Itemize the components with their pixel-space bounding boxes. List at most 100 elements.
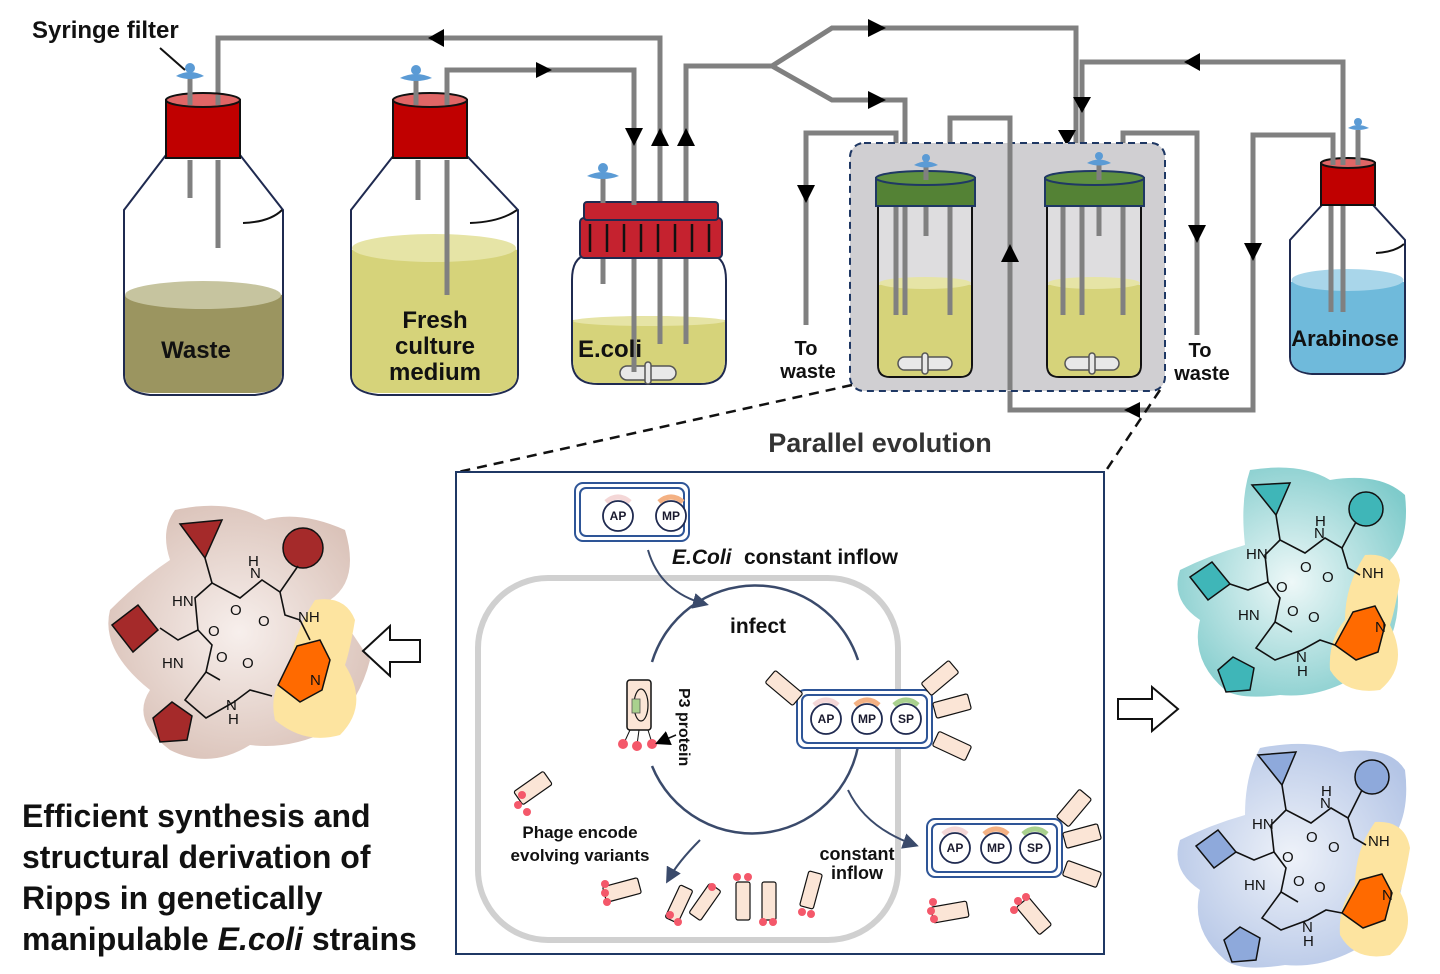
atom-label: H — [228, 711, 239, 728]
plasmid-label: SP — [898, 712, 914, 726]
cycle-arc-bottom — [650, 729, 862, 835]
summary-caption: Efficient synthesis and structural deriv… — [22, 796, 462, 960]
arabinose-bottle: Arabinose — [1289, 62, 1406, 375]
atom-label: NH — [298, 609, 320, 626]
atom-label: O — [1308, 609, 1320, 626]
atom-label: O — [216, 649, 228, 666]
caption-line: Efficient synthesis and — [22, 798, 371, 834]
arrow-left-icon — [361, 623, 421, 679]
syringe-filter-icon — [1087, 159, 1111, 166]
fresh-medium-label-1: Fresh — [402, 307, 467, 334]
syringe-filter-label: Syringe filter — [32, 17, 179, 44]
cyclohexyl-group — [282, 527, 324, 569]
plasmid-icon — [655, 500, 687, 532]
parallel-evolution-chamber — [849, 118, 1166, 392]
atom-label: O — [1300, 559, 1312, 576]
plasmid-label: AP — [610, 509, 627, 523]
inflow-label-italic: E.Coli — [672, 546, 733, 569]
plasmid-icon — [810, 703, 842, 735]
atom-label: H — [1303, 933, 1314, 950]
cyclohexyl-group — [1354, 759, 1390, 795]
atom-label: HN — [172, 593, 194, 610]
host-cell-incoming: AP MP — [574, 482, 690, 542]
atom-label: O — [1287, 603, 1299, 620]
atom-label: O — [230, 602, 242, 619]
to-waste-right-1: To — [1189, 340, 1212, 362]
host-cell-infected: AP MP SP — [796, 689, 933, 749]
atom-label: HN — [1238, 607, 1260, 624]
molecule-left: HN N H O O NH O HN O O N N H — [108, 505, 370, 759]
cyclopentyl-group — [1217, 656, 1255, 693]
phage-label-2: evolving variants — [511, 846, 650, 865]
plasmid-label: MP — [987, 841, 1005, 855]
atom-label: O — [1328, 839, 1340, 856]
budding-phages — [765, 660, 972, 761]
waste-label: Waste — [161, 337, 231, 364]
atom-label: N — [250, 565, 261, 582]
pyridine-ring — [277, 639, 331, 703]
atom-label: NH — [1362, 565, 1384, 582]
atom-label: O — [1282, 849, 1294, 866]
phage-icon — [618, 679, 657, 751]
p3-protein-label: P3 protein — [675, 688, 692, 766]
atom-label: HN — [1246, 546, 1268, 563]
syringe-filter-icon — [1348, 125, 1369, 130]
plasmid-icon — [1019, 832, 1051, 864]
waste-bottle: Waste — [123, 63, 284, 396]
caption-line: Ripps in genetically — [22, 880, 323, 916]
cyclopropyl-group — [178, 519, 224, 560]
release-arrow — [666, 839, 701, 884]
atom-label: H — [248, 553, 259, 570]
atom-label: N — [310, 672, 321, 689]
plasmid-icon — [602, 500, 634, 532]
section-title: Parallel evolution — [768, 428, 992, 458]
ecoli-culture-vessel: E.coli — [571, 163, 727, 385]
cyclopentyl-group — [152, 701, 193, 743]
outflow-label-1: constant — [819, 844, 894, 864]
cyclopropyl-group — [1256, 751, 1298, 787]
atom-label: H — [1315, 513, 1326, 530]
to-waste-left-2: waste — [779, 361, 836, 383]
ecoli-label: E.coli — [578, 336, 642, 363]
p3-pointer — [655, 731, 677, 745]
zoom-connector-right — [1103, 389, 1162, 473]
cyclopropyl-group — [1250, 482, 1292, 517]
atom-label: O — [1314, 879, 1326, 896]
syringe-filter-icon — [587, 172, 619, 179]
caption-line: structural derivation of — [22, 839, 371, 875]
atom-label: O — [1306, 829, 1318, 846]
atom-label: O — [1322, 569, 1334, 586]
arrow-right-icon — [1117, 684, 1180, 734]
atom-label: O — [258, 613, 270, 630]
atom-label: N — [1302, 919, 1313, 936]
caption-organism: E.coli — [217, 921, 303, 957]
cycle-arc-top — [650, 584, 860, 663]
atom-label: H — [1297, 663, 1308, 680]
free-phages — [513, 771, 823, 926]
atom-label: NH — [1368, 833, 1390, 850]
fresh-medium-label-2: culture — [395, 333, 475, 360]
atom-label: O — [242, 655, 254, 672]
host-cell-outflow: AP MP SP — [926, 818, 1063, 878]
to-waste-right-2: waste — [1173, 363, 1230, 385]
lagoon-boundary — [475, 575, 901, 943]
cyclopentyl-group — [1223, 926, 1261, 963]
arabinose-label: Arabinose — [1291, 326, 1399, 351]
plasmid-label: MP — [858, 712, 876, 726]
lagoon-1 — [875, 154, 976, 378]
atom-label: O — [1276, 579, 1288, 596]
syringe-filter-icon — [400, 74, 432, 81]
fresh-medium-label-3: medium — [389, 359, 481, 386]
atom-label: N — [226, 697, 237, 714]
outflow-label-2: inflow — [831, 863, 884, 883]
syringe-filter-pointer — [159, 47, 186, 71]
atom-label: N — [1314, 525, 1325, 542]
plasmid-icon — [890, 703, 922, 735]
atom-label: H — [1321, 783, 1332, 800]
molecule-right-bottom: HN N H O O NH O HN O O N N H — [1177, 743, 1410, 968]
plasmid-icon — [851, 703, 883, 735]
plasmid-label: AP — [818, 712, 835, 726]
cyclohexyl-group — [1348, 491, 1384, 527]
atom-label: N — [1296, 649, 1307, 666]
